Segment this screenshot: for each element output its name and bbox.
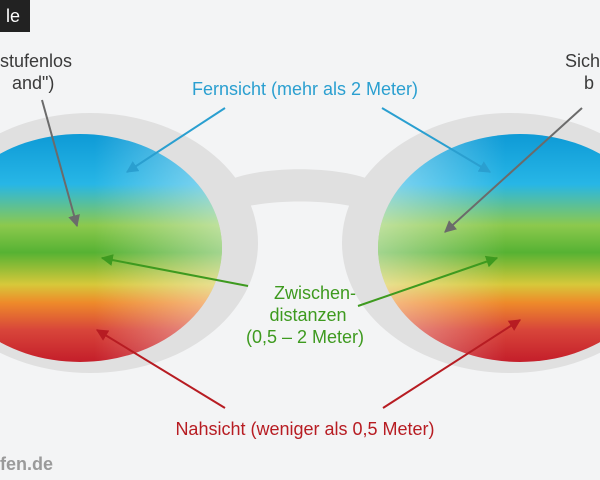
- arrow-mid-right: [357, 255, 499, 307]
- top-left-annotation-line1: stufenlos: [0, 51, 73, 71]
- arrow-transition-left: [41, 99, 80, 228]
- arrow-mid-left: [100, 254, 249, 287]
- left-lens: [0, 134, 222, 362]
- right-lens: [378, 134, 600, 362]
- arrow-far-right: [381, 107, 492, 173]
- intermediate-line1: Zwischen-: [273, 283, 357, 303]
- arrow-transition-right: [444, 107, 583, 233]
- top-left-annotation: stufenlos and"): [0, 50, 72, 94]
- top-right-annotation-line2: b: [583, 73, 594, 93]
- footer-website: fen.de: [0, 454, 54, 474]
- corner-tag: le: [0, 0, 31, 32]
- top-right-annotation: Sich b: [565, 50, 600, 94]
- near-vision-label: Nahsicht (weniger als 0,5 Meter): [175, 419, 435, 439]
- intermediate-vision-label: Zwischen- distanzen (0,5 – 2 Meter): [220, 282, 390, 348]
- far-vision-label: Fernsicht (mehr als 2 Meter): [191, 79, 419, 99]
- arrow-near-right: [382, 319, 522, 409]
- arrow-near-left: [95, 329, 226, 409]
- arrow-far-left: [125, 107, 226, 173]
- top-right-annotation-line1: Sich: [564, 51, 600, 71]
- intermediate-line2: distanzen: [269, 305, 347, 325]
- intermediate-line3: (0,5 – 2 Meter): [245, 327, 365, 347]
- top-left-annotation-line2: and"): [12, 73, 55, 93]
